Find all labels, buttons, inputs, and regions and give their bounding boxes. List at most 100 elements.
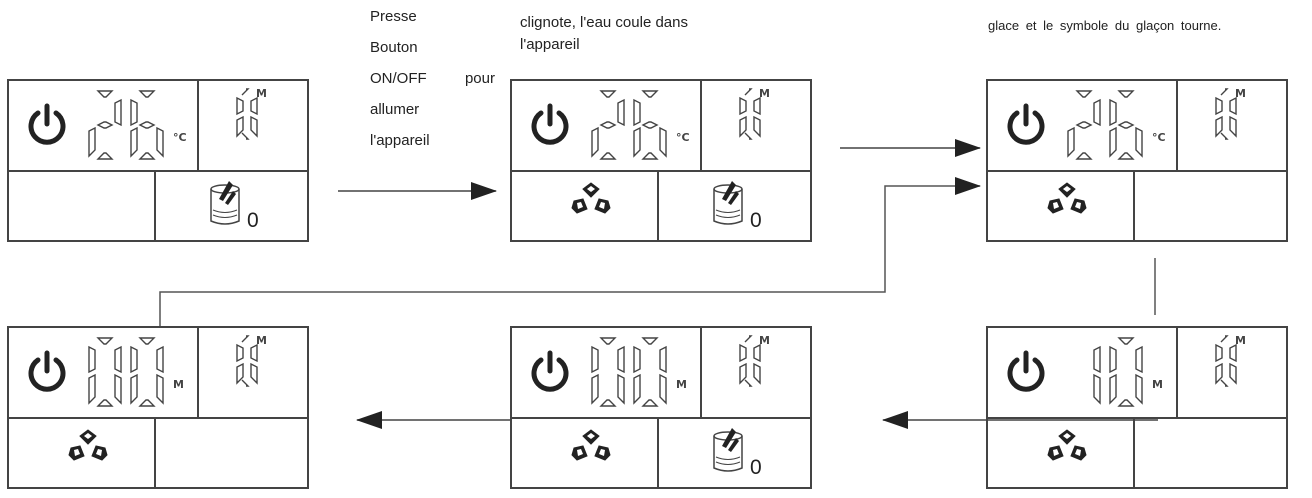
water-cup-icon xyxy=(713,181,743,225)
caption-pour: pour xyxy=(464,70,495,87)
ice-cube-icon xyxy=(1047,429,1087,461)
segment-e xyxy=(236,362,244,385)
segment-e xyxy=(633,373,641,405)
segment-c xyxy=(156,126,164,158)
segment-a xyxy=(1075,90,1093,98)
timer-unit-label: °C xyxy=(676,131,690,144)
segment-b xyxy=(250,96,258,116)
ice-cube-icon xyxy=(68,429,108,461)
segment-g xyxy=(138,121,156,129)
power-icon[interactable] xyxy=(1004,103,1048,147)
segment-e xyxy=(633,126,641,158)
power-icon[interactable] xyxy=(528,103,572,147)
power-icon[interactable] xyxy=(25,350,69,394)
segment-e xyxy=(591,126,599,158)
segment-b xyxy=(753,343,761,363)
count-unit-label: M xyxy=(256,334,267,347)
segment-c xyxy=(1135,126,1143,158)
segment-d xyxy=(744,132,753,140)
segment-b xyxy=(1229,343,1237,363)
step2-caption: clignote, l'eau coule dans l'appareil xyxy=(520,12,752,56)
segment-e xyxy=(1109,126,1117,158)
segment-d xyxy=(641,399,659,407)
segment-f xyxy=(739,343,747,363)
segment-f xyxy=(1109,345,1117,374)
segment-d xyxy=(96,399,114,407)
panel-divider-horizontal xyxy=(988,170,1286,172)
panel-divider-top xyxy=(1176,328,1178,417)
segment-b xyxy=(1093,98,1101,127)
segment-c xyxy=(250,362,258,385)
panel-divider-top xyxy=(197,81,199,170)
segment-b xyxy=(1229,96,1237,116)
segment-f xyxy=(591,345,599,374)
segment-d xyxy=(138,399,156,407)
count-digit xyxy=(1215,88,1237,140)
segment-a xyxy=(599,90,617,98)
power-icon[interactable] xyxy=(25,103,69,147)
segment-d xyxy=(96,152,114,160)
timer-unit-label: M xyxy=(676,378,687,391)
count-digit xyxy=(236,335,258,387)
segment-b xyxy=(617,98,625,127)
segment-e xyxy=(1215,362,1223,385)
ice-cube-icon xyxy=(571,182,611,214)
panel-divider-horizontal xyxy=(9,170,307,172)
power-icon[interactable] xyxy=(528,350,572,394)
segment-c xyxy=(114,373,122,405)
timer-digits xyxy=(591,337,667,407)
segment-b xyxy=(1093,345,1101,374)
arrow-p4-to-p3 xyxy=(159,177,981,326)
segment-f xyxy=(1215,343,1223,363)
segment-d xyxy=(1220,379,1229,387)
segment-c xyxy=(250,115,258,138)
timer-digits xyxy=(591,90,667,160)
segment-a xyxy=(241,335,250,343)
segment-g xyxy=(1075,121,1093,129)
segment-c xyxy=(659,373,667,405)
segment-f xyxy=(88,345,96,374)
caption-step3-line1: glace et le symbole du glaçon tourne. xyxy=(988,18,1222,33)
count-digit xyxy=(1215,335,1237,387)
caption-step2-line1: clignote, l'eau coule dans xyxy=(520,14,688,31)
segment-b xyxy=(250,343,258,363)
caption-step2-line2: l'appareil xyxy=(520,36,580,53)
caption-allumer: allumer xyxy=(370,101,420,118)
segment-c xyxy=(659,126,667,158)
segment-d xyxy=(1117,399,1135,407)
segment-f xyxy=(130,98,138,127)
count-unit-label: M xyxy=(759,87,770,100)
segment-c xyxy=(617,373,625,405)
segment-d xyxy=(599,399,617,407)
panel-divider-top xyxy=(700,81,702,170)
segment-g xyxy=(96,121,114,129)
power-icon[interactable] xyxy=(1004,350,1048,394)
caption-appareil: l'appareil xyxy=(370,132,430,149)
segment-f xyxy=(236,343,244,363)
segment-e xyxy=(1215,115,1223,138)
segment-f xyxy=(1109,98,1117,127)
segment-c xyxy=(1229,362,1237,385)
segment-d xyxy=(241,379,250,387)
segment-c xyxy=(753,362,761,385)
panel-divider-horizontal xyxy=(512,417,810,419)
segment-c xyxy=(156,373,164,405)
segment-a xyxy=(641,90,659,98)
segment-d xyxy=(744,379,753,387)
count-unit-label: M xyxy=(1235,87,1246,100)
caption-presse: Presse xyxy=(370,8,417,25)
caption-bouton: Bouton xyxy=(370,39,418,56)
segment-e xyxy=(130,373,138,405)
segment-f xyxy=(130,345,138,374)
segment-a xyxy=(138,90,156,98)
segment-f xyxy=(236,96,244,116)
segment-a xyxy=(1220,88,1229,96)
panel-divider-bottom xyxy=(1133,170,1135,240)
segment-e xyxy=(88,126,96,158)
segment-a xyxy=(641,337,659,345)
segment-b xyxy=(617,345,625,374)
